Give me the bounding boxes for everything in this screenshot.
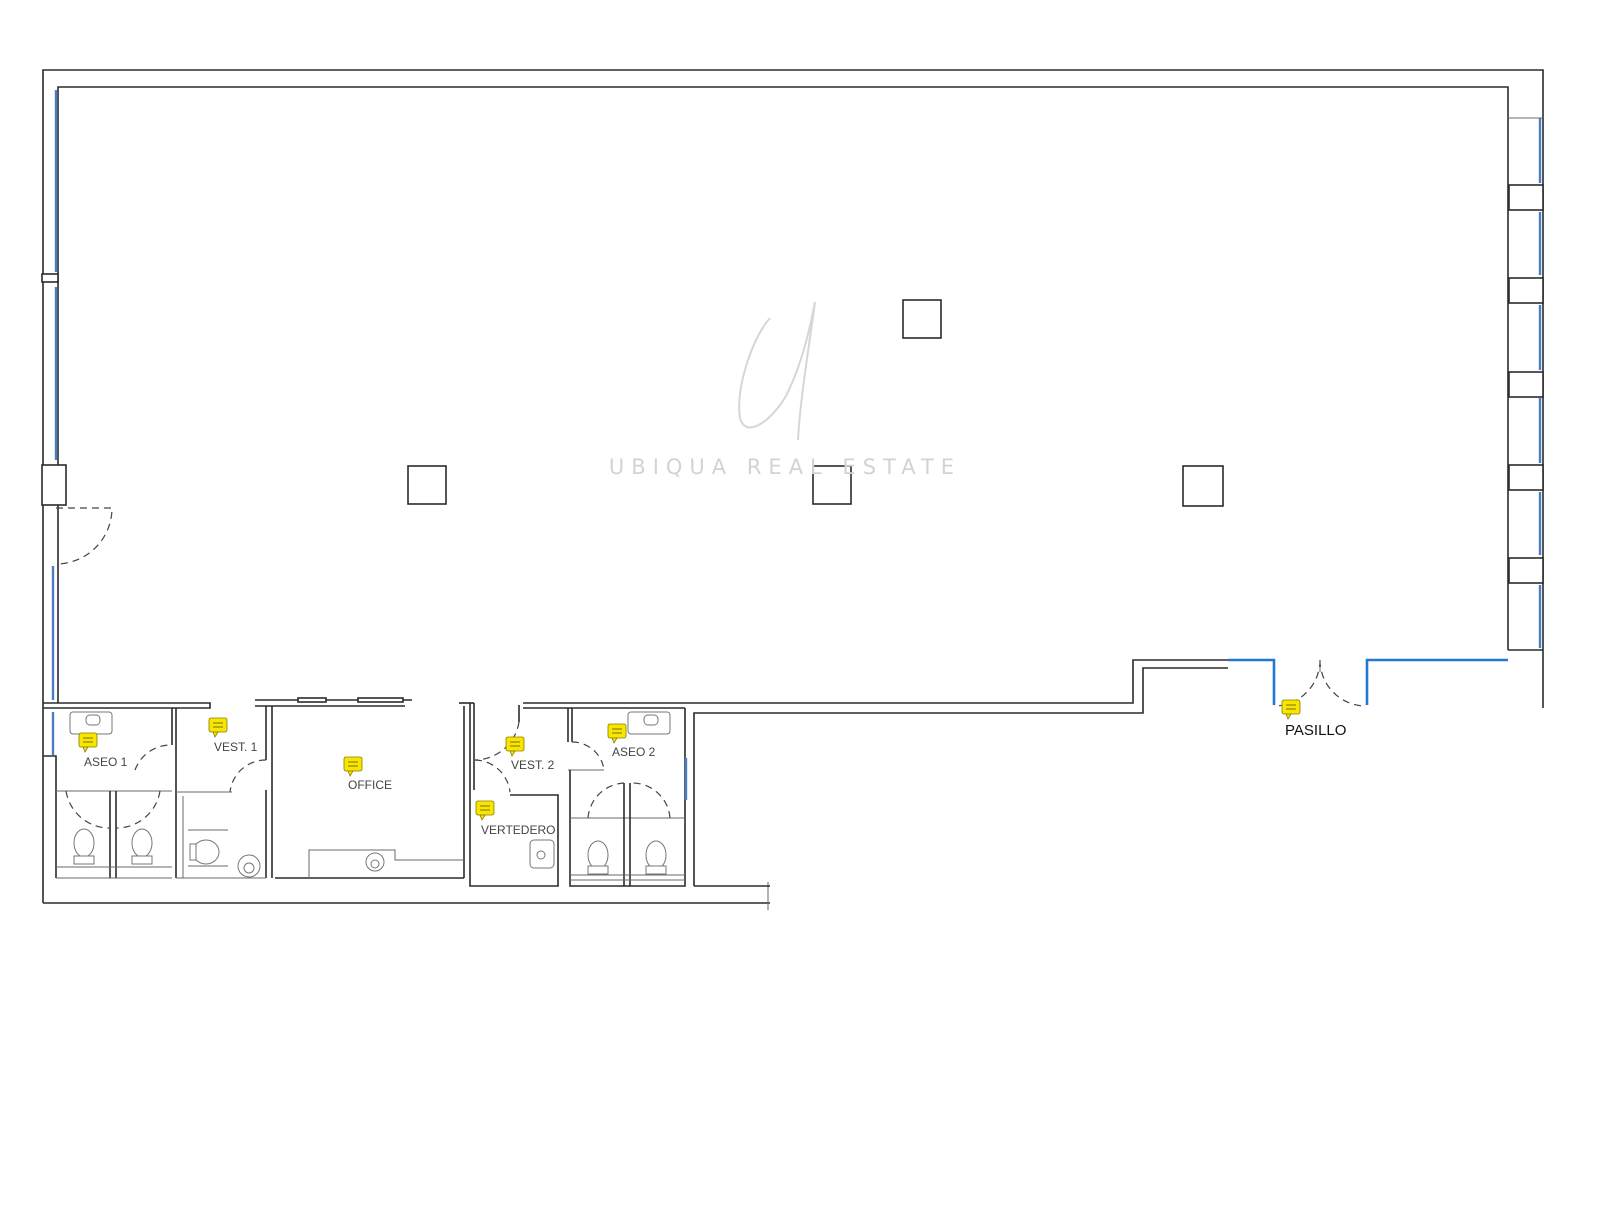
note-markers xyxy=(78,699,1301,821)
service-core xyxy=(43,697,688,887)
toilet-icon xyxy=(587,840,609,870)
script-u-logo xyxy=(738,301,816,441)
toilet-icon xyxy=(73,828,95,858)
room-label-pasillo: PASILLO xyxy=(1285,722,1346,739)
room-label-vest-2: VEST. 2 xyxy=(511,758,555,772)
toilet-icon xyxy=(192,839,220,865)
watermark-text: UBIQUA REAL ESTATE xyxy=(609,455,961,479)
column xyxy=(1182,465,1224,507)
left-door-swing xyxy=(55,507,113,565)
watermark: UBIQUA REAL ESTATE xyxy=(609,301,961,479)
left-glazing xyxy=(41,90,67,755)
note-marker-icon xyxy=(208,717,228,738)
room-label-aseo-2: ASEO 2 xyxy=(612,745,656,759)
note-marker-icon xyxy=(505,736,525,757)
room-label-office: OFFICE xyxy=(348,778,392,792)
room-label-vertedero: VERTEDERO xyxy=(481,823,555,837)
column xyxy=(902,299,942,339)
perimeter-walls xyxy=(42,69,1544,910)
right-glazing xyxy=(1508,117,1544,648)
column xyxy=(812,465,852,505)
note-marker-icon xyxy=(78,732,98,753)
room-labels: ASEO 1 VEST. 1 OFFICE VEST. 2 ASEO 2 VER… xyxy=(84,722,1346,837)
columns xyxy=(407,299,1224,507)
main-entrance xyxy=(1228,658,1508,707)
room-label-vest-1: VEST. 1 xyxy=(214,740,258,754)
room-label-aseo-1: ASEO 1 xyxy=(84,755,128,769)
toilet-icon xyxy=(645,840,667,870)
note-marker-icon xyxy=(1281,699,1301,720)
column xyxy=(407,465,447,505)
toilet-icon xyxy=(131,828,153,858)
note-marker-icon xyxy=(607,723,627,744)
note-marker-icon xyxy=(343,756,363,777)
note-marker-icon xyxy=(475,800,495,821)
